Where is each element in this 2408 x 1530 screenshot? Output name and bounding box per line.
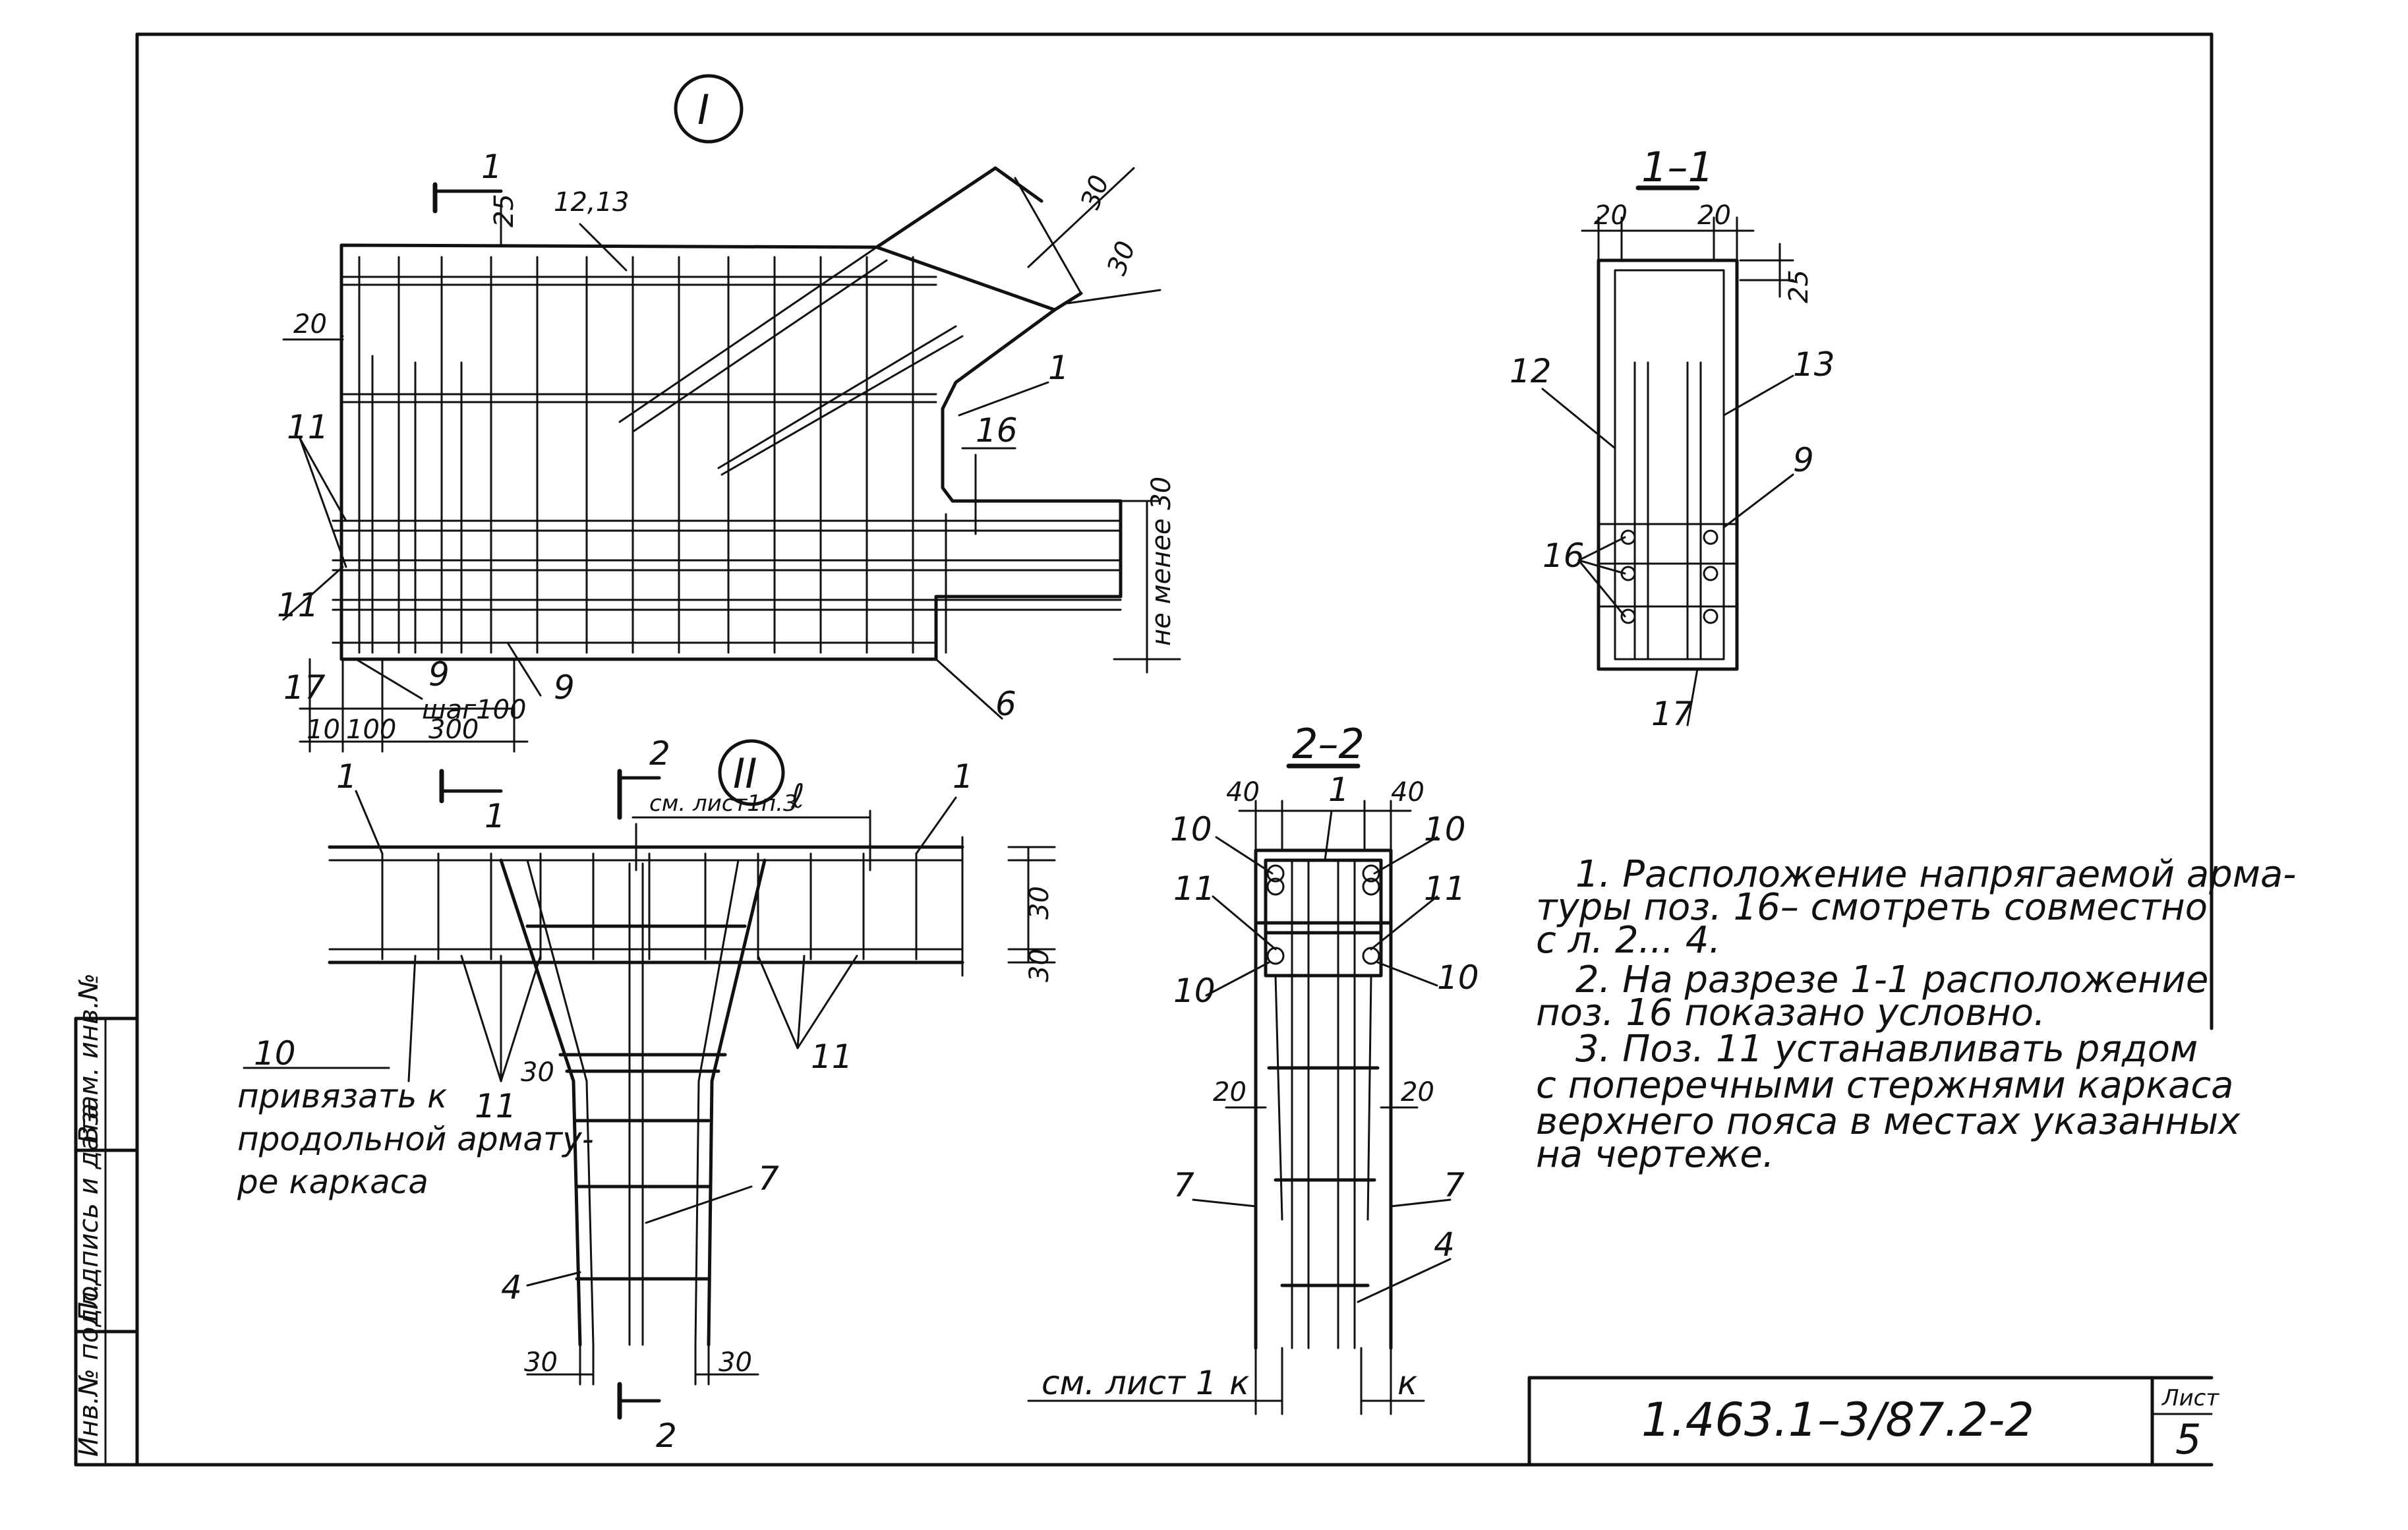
stamp-signature-date: Подпись и дата — [74, 1103, 104, 1322]
section-2-2-title: 2–2 — [1292, 720, 1365, 768]
note-line-2: туры поз. 16– смотреть совместно — [1536, 886, 2208, 929]
section-1-1-label-16: 16 — [1542, 537, 1585, 575]
section-2-2-label-10-bl: 10 — [1173, 972, 1216, 1010]
view-II-section-top: 2 — [649, 734, 670, 773]
section-2-2-label-1: 1 — [1328, 771, 1349, 809]
section-1-1-title: 1–1 — [1641, 143, 1714, 191]
view-I-label-6: 6 — [995, 685, 1016, 723]
view-II-chord-stirrups — [381, 852, 918, 960]
view-II-dim-30-web-right: 30 — [719, 1347, 752, 1378]
note-line-1: 1. Расположение напрягаемой арма- — [1575, 853, 2297, 896]
note-line-5: поз. 16 показано условно. — [1536, 991, 2045, 1034]
section-2-2-k-right: к — [1397, 1364, 1417, 1402]
note-line-7: с поперечными стержнями каркаса — [1536, 1064, 2233, 1107]
section-1-1-label-9: 9 — [1793, 441, 1814, 479]
section-2-2-label-11-l: 11 — [1173, 869, 1216, 908]
section-2-2-label-10-br: 10 — [1437, 958, 1479, 997]
view-I-label-12-13: 12,13 — [554, 187, 630, 218]
view-II-dim-30-web-left: 30 — [524, 1347, 558, 1378]
sheet-number: 5 — [2175, 1415, 2201, 1463]
section-2-2-k-left: к — [1229, 1364, 1249, 1402]
view-I-dim-300: 300 — [428, 715, 479, 745]
view-I-dim-10: 10 — [307, 715, 340, 745]
document-code: 1.463.1–3/87.2-2 — [1641, 1393, 2034, 1447]
side-stamp: Инв.№ подл. Подпись и дата Взам. инв.№ — [74, 973, 104, 1457]
section-1-1-tendons — [1620, 529, 1718, 624]
stamp-replacement-inv: Взам. инв.№ — [74, 973, 104, 1144]
view-II-tie-note-line3: ре каркаса — [237, 1163, 428, 1201]
general-notes: 1. Расположение напрягаемой арма- туры п… — [1536, 853, 2297, 1176]
note-line-6: 3. Поз. 11 устанавливать рядом — [1575, 1028, 2198, 1071]
section-2-2-bottom-ref: см. лист 1 — [1042, 1364, 1217, 1402]
section-1-1-dim-20-right: 20 — [1697, 200, 1731, 231]
view-I-label-11-bottom: 11 — [277, 586, 319, 624]
view-II-l-label: ℓ — [790, 777, 805, 815]
view-II-tie-note-line1: привязать к — [237, 1077, 447, 1115]
view-I-label-step: шаг100 — [422, 695, 526, 725]
view-I-dim-25: 25 — [489, 194, 519, 227]
view-I-dim-30-top: 30 — [1075, 171, 1115, 214]
section-1-1-dim-20-left: 20 — [1594, 200, 1628, 231]
view-II-label-11-left: 11 — [475, 1087, 517, 1125]
view-II-dim-30-top: 30 — [1024, 886, 1055, 920]
view-II-label-7: 7 — [758, 1160, 779, 1198]
section-1-1-label-13: 13 — [1793, 345, 1835, 384]
view-I-label-1: 1 — [1048, 349, 1069, 387]
section-2-2-dim-40-left: 40 — [1226, 777, 1260, 808]
view-II-section-left: 1 — [485, 797, 506, 835]
view-I-dim-100: 100 — [346, 715, 396, 745]
sheet-frame — [74, 32, 2214, 1467]
section-1-1-label-17: 17 — [1651, 695, 1693, 733]
section-2-2-label-7-right: 7 — [1444, 1166, 1465, 1204]
section-2-2-label-10-tr: 10 — [1424, 810, 1466, 848]
section-2-2-label-11-r: 11 — [1424, 869, 1466, 908]
view-I-marker: I — [697, 86, 709, 134]
section-1-1-dim-25: 25 — [1784, 270, 1814, 303]
section-2-2-dim-20-left: 20 — [1213, 1077, 1247, 1107]
section-2-2-dim-40-right: 40 — [1391, 777, 1424, 808]
view-I-label-16: 16 — [976, 411, 1018, 450]
section-2-2-label-7-left: 7 — [1173, 1166, 1194, 1204]
view-II-dim-30-bottom: 30 — [1024, 949, 1055, 982]
section-2-2-label-10-tl: 10 — [1170, 810, 1212, 848]
note-line-9: на чертеже. — [1536, 1133, 1775, 1176]
sheet-label: Лист — [2161, 1385, 2219, 1411]
view-II-label-1-left: 1 — [336, 757, 357, 796]
section-2-2-dim-20-right: 20 — [1401, 1077, 1434, 1107]
section-2-2-bars — [1266, 864, 1380, 965]
view-I-section-mark: 1 — [481, 148, 502, 186]
section-2-2: 2–2 — [1027, 720, 1479, 1415]
view-I-label-17: 17 — [283, 668, 326, 707]
view-II: II 2 2 1 — [237, 734, 1056, 1455]
view-II-tie-note-num: 10 — [254, 1034, 296, 1073]
view-I-note-min30: не менее 30 — [1146, 477, 1177, 646]
stamp-inv-number: Инв.№ подл. — [74, 1283, 104, 1457]
view-II-label-11-right: 11 — [811, 1038, 853, 1076]
view-I: I 1 — [277, 74, 1181, 753]
note-line-3: с л. 2... 4. — [1536, 919, 1720, 962]
view-II-label-1-right: 1 — [953, 757, 974, 796]
note-line-8: верхнего пояса в местах указанных — [1536, 1100, 2241, 1143]
section-1-1: 1–1 20 — [1510, 143, 1835, 733]
title-block: 1.463.1–3/87.2-2 Лист 5 — [1527, 1376, 2219, 1467]
view-II-tie-note-line2: продольной армату- — [237, 1120, 594, 1158]
view-I-dim-30-lower: 30 — [1101, 237, 1142, 280]
note-line-4: 2. На разрезе 1-1 расположение — [1575, 958, 2208, 1001]
view-I-label-9-right: 9 — [554, 668, 575, 707]
view-I-stirrups — [358, 256, 947, 654]
section-1-1-label-12: 12 — [1510, 352, 1552, 390]
view-I-label-20: 20 — [293, 309, 327, 339]
view-II-marker: II — [733, 750, 757, 798]
view-II-dim-30-web-top: 30 — [521, 1057, 554, 1088]
view-II-ref-text: см. лист1п.3 — [649, 790, 798, 817]
view-II-section-bottom: 2 — [656, 1417, 677, 1455]
view-II-label-4: 4 — [501, 1268, 522, 1307]
view-I-label-11-top: 11 — [287, 408, 329, 446]
view-I-label-9-left: 9 — [428, 655, 450, 693]
section-2-2-label-4: 4 — [1434, 1225, 1455, 1264]
